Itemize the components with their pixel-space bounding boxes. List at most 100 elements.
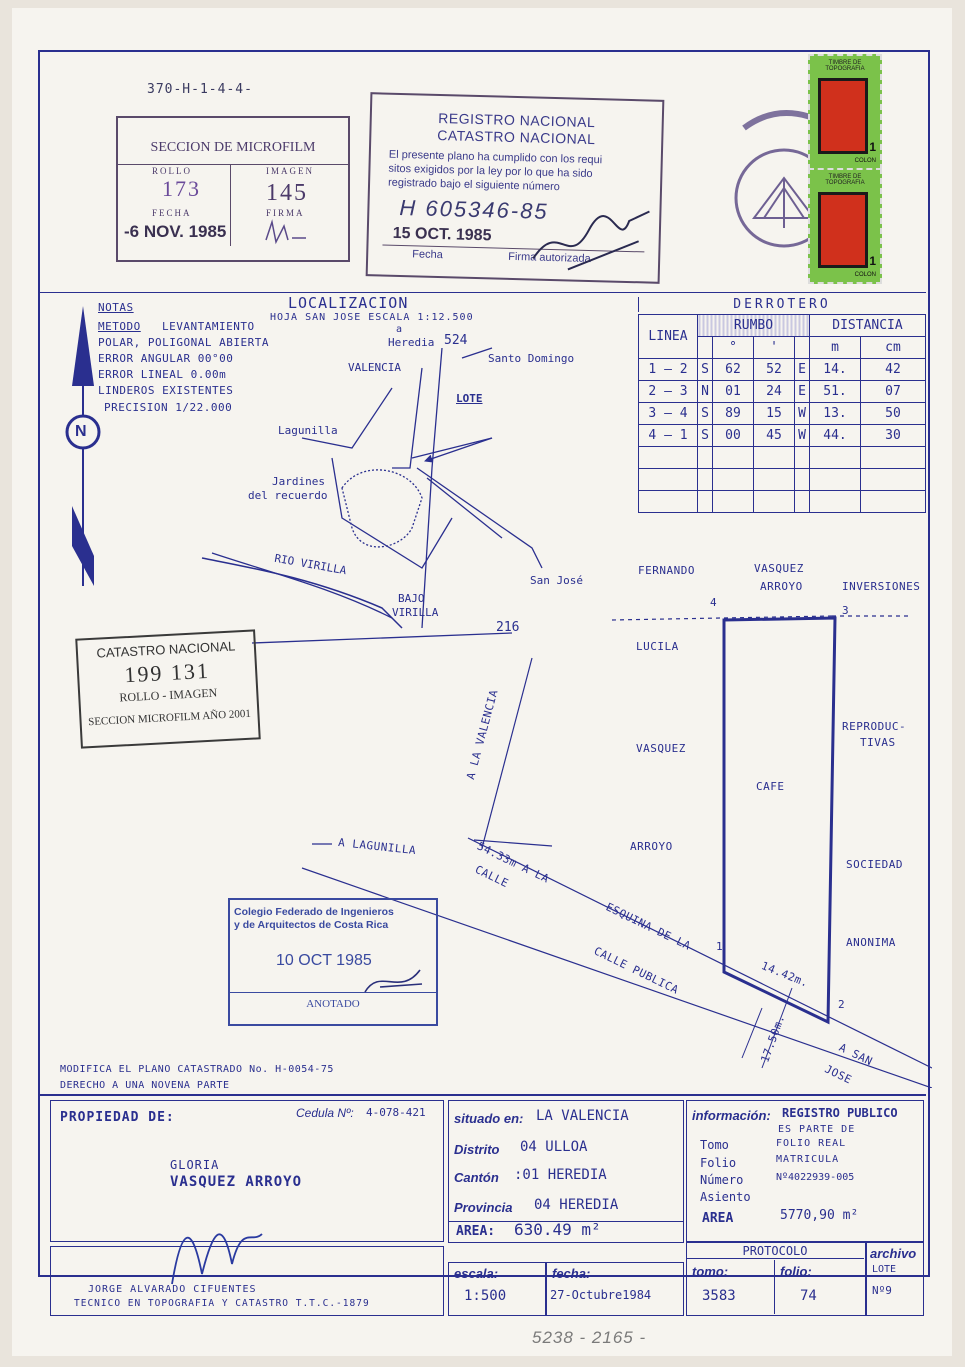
derrotero-cell (794, 490, 810, 513)
col-linea: LINEA (638, 314, 698, 359)
north-arrow (65, 306, 101, 586)
escala-box (448, 1262, 546, 1316)
situado-box (448, 1100, 684, 1222)
archivo-box (866, 1242, 924, 1316)
es-parte: ES PARTE DE (778, 1124, 856, 1135)
timbre-emblem (818, 192, 868, 268)
file-reference: 370-H-1-4-4- (147, 82, 253, 97)
catastro-footer: SECCION MICROFILM AÑO 2001 (87, 707, 252, 729)
derrotero-cell (753, 446, 795, 469)
derrotero-cell: E (794, 380, 810, 403)
owner-name2: VASQUEZ ARROYO (170, 1174, 303, 1190)
modifica-line2: DERECHO A UNA NOVENA PARTE (60, 1080, 230, 1091)
plan-point-3: 3 (842, 604, 850, 617)
escala-value: 1:500 (464, 1288, 507, 1304)
numero-info-label: Número (700, 1173, 744, 1187)
derrotero-cell: 13. (809, 402, 861, 425)
informacion-box (686, 1100, 924, 1242)
microfilm-date: -6 NOV. 1985 (124, 222, 227, 241)
escala-label: escala: (454, 1266, 499, 1281)
plan-vasquez: VASQUEZ (636, 742, 686, 755)
derrotero-cell (712, 468, 754, 491)
timbre-unit: COLON (854, 272, 876, 278)
derrotero-cell (794, 468, 810, 491)
derrotero-cell: 14. (809, 358, 861, 381)
derrotero-cell: 42 (860, 358, 926, 381)
derrotero-cell: W (794, 424, 810, 447)
derrotero-title: DERROTERO (638, 297, 925, 312)
derrotero-row (638, 490, 926, 513)
informacion-value: REGISTRO PUBLICO (782, 1106, 898, 1120)
survey-plan-sheet: 370-H-1-4-4- SECCION DE MICROFILM ROLLO … (12, 8, 952, 1356)
derrotero-cell (860, 468, 926, 491)
plan-arroyo: ARROYO (630, 840, 673, 853)
propiedad-label: PROPIEDAD DE: (60, 1110, 175, 1125)
map-jardines1: Jardines (272, 475, 325, 488)
protocolo-folio-label: folio: (780, 1264, 812, 1279)
registro-nacional-stamp: REGISTRO NACIONAL CATASTRO NACIONAL El p… (365, 92, 665, 284)
derrotero-cell: S (697, 358, 713, 381)
derrotero-cell (697, 490, 713, 513)
map-lote: LOTE (456, 392, 483, 405)
asiento-info-label: Asiento (700, 1190, 751, 1204)
situado-value: LA VALENCIA (536, 1108, 629, 1124)
derrotero-cell: 50 (860, 402, 926, 425)
derrotero-cell: 07 (860, 380, 926, 403)
plan-lucila: LUCILA (636, 640, 679, 653)
derrotero-cell: 89 (712, 402, 754, 425)
derrotero-cell (809, 490, 861, 513)
map-bajo1: BAJO (398, 592, 425, 605)
situado-label: situado en: (454, 1111, 524, 1126)
microfilm-stamp: SECCION DE MICROFILM ROLLO 173 IMAGEN 14… (116, 116, 350, 262)
derrotero-cell: 1 — 2 (638, 358, 698, 381)
derrotero-cell: S (697, 402, 713, 425)
protocolo-tomo-label: tomo: (692, 1264, 729, 1279)
tecnico-box (50, 1246, 444, 1316)
fecha-label: fecha: (552, 1266, 591, 1281)
notas-line4: ERROR LINEAL 0.00m (98, 368, 227, 381)
timbre-stamp-1: TIMBRE DE TOPOGRAFIA 1 COLON (808, 54, 882, 170)
plan-fernando: FERNANDO (638, 564, 695, 577)
cedula-label: Cedula Nº: (296, 1106, 354, 1120)
localizacion-subtitle: HOJA SAN JOSE ESCALA 1:12.500 (270, 312, 474, 323)
north-label: N (75, 423, 87, 440)
notas-line3: ERROR ANGULAR 00°00 (98, 352, 234, 365)
fecha-value: 27-Octubre1984 (550, 1288, 652, 1302)
derrotero-cell: 51. (809, 380, 861, 403)
derrotero-cell (809, 468, 861, 491)
distrito-value: 04 ULLOA (520, 1139, 588, 1155)
colegio-line2: y de Arquitectos de Costa Rica (234, 919, 389, 931)
area-info-value: 5770,90 m² (780, 1208, 859, 1223)
derrotero-cell: E (794, 358, 810, 381)
derrotero-cell: 00 (712, 424, 754, 447)
provincia-value: 04 HEREDIA (534, 1197, 619, 1213)
imagen-value: 145 (266, 180, 308, 206)
timbre-stamp-2: TIMBRE DE TOPOGRAFIA 1 COLON (808, 168, 882, 284)
area-value: 630.49 m² (514, 1220, 601, 1239)
col-min: ' (753, 336, 795, 359)
protocolo-tomo-value: 3583 (702, 1288, 736, 1304)
derrotero-cell: S (697, 424, 713, 447)
derrotero-cell (860, 446, 926, 469)
imagen-label: IMAGEN (266, 166, 314, 176)
timbre-label: TIMBRE DE (828, 174, 862, 180)
map-jardines2: del recuerdo (248, 489, 328, 502)
localizacion-title: LOCALIZACION (288, 294, 409, 312)
derrotero-cell: 01 (712, 380, 754, 403)
rollo-label: ROLLO (152, 166, 192, 176)
derrotero-cell (712, 446, 754, 469)
col-distancia: DISTANCIA (809, 314, 926, 337)
colegio-footer: ANOTADO (306, 998, 360, 1010)
archivo-num: Nº9 (872, 1284, 892, 1297)
plan-sociedad: SOCIEDAD (846, 858, 903, 871)
firma-label: FIRMA (266, 208, 305, 218)
header-divider (38, 292, 926, 293)
derrotero-cell (860, 490, 926, 513)
registro-fecha-label: Fecha (412, 248, 443, 262)
area-info-label: AREA (702, 1211, 734, 1226)
derrotero-row (638, 468, 926, 491)
